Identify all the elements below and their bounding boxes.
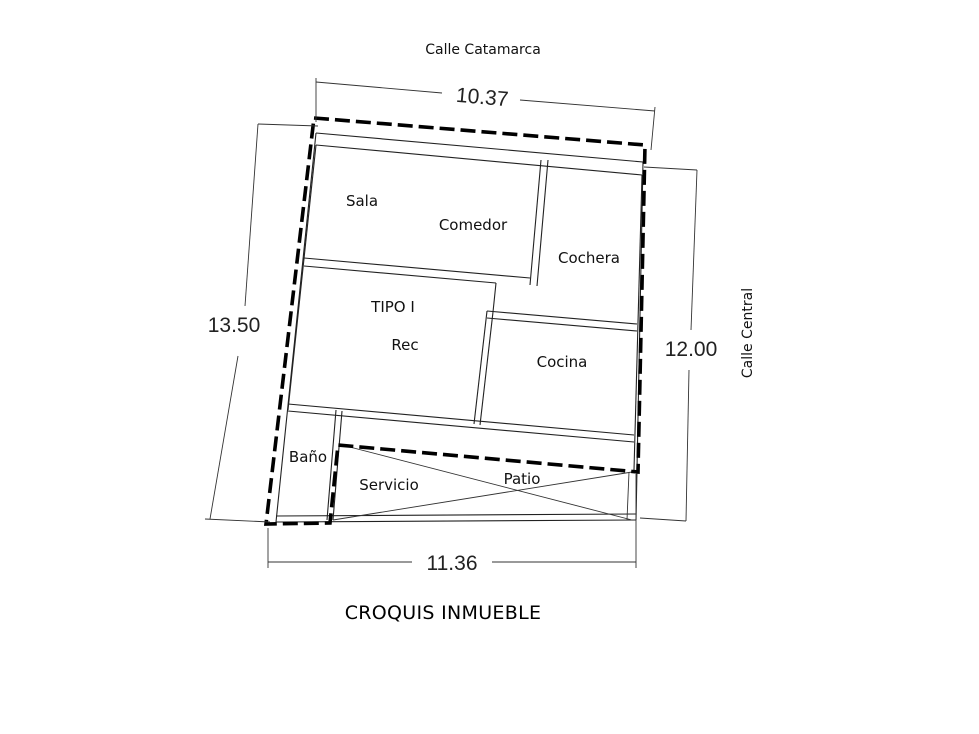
interior-walls xyxy=(287,159,638,521)
street-right-label: Calle Central xyxy=(740,288,756,378)
room-label-patio: Patio xyxy=(504,470,541,488)
room-label-rec: Rec xyxy=(391,336,418,354)
open-area-cross xyxy=(332,444,633,521)
room-label-sala: Sala xyxy=(346,192,378,210)
dimension-bottom: 11.36 xyxy=(427,552,478,575)
dimension-left: 13.50 xyxy=(208,314,261,337)
room-label-bano: Baño xyxy=(289,448,327,466)
room-label-cocina: Cocina xyxy=(537,353,588,371)
room-label-tipo: TIPO I xyxy=(370,298,415,316)
drawing-caption: CROQUIS INMUEBLE xyxy=(345,602,542,624)
dimension-lines xyxy=(204,78,698,568)
dimension-right: 12.00 xyxy=(665,338,718,361)
dimension-top: 10.37 xyxy=(455,84,509,111)
room-label-servicio: Servicio xyxy=(359,476,419,494)
room-label-comedor: Comedor xyxy=(439,216,508,234)
street-top-label: Calle Catamarca xyxy=(425,42,541,58)
outer-walls xyxy=(275,132,644,523)
room-label-cochera: Cochera xyxy=(558,249,620,267)
property-boundary xyxy=(263,116,647,526)
